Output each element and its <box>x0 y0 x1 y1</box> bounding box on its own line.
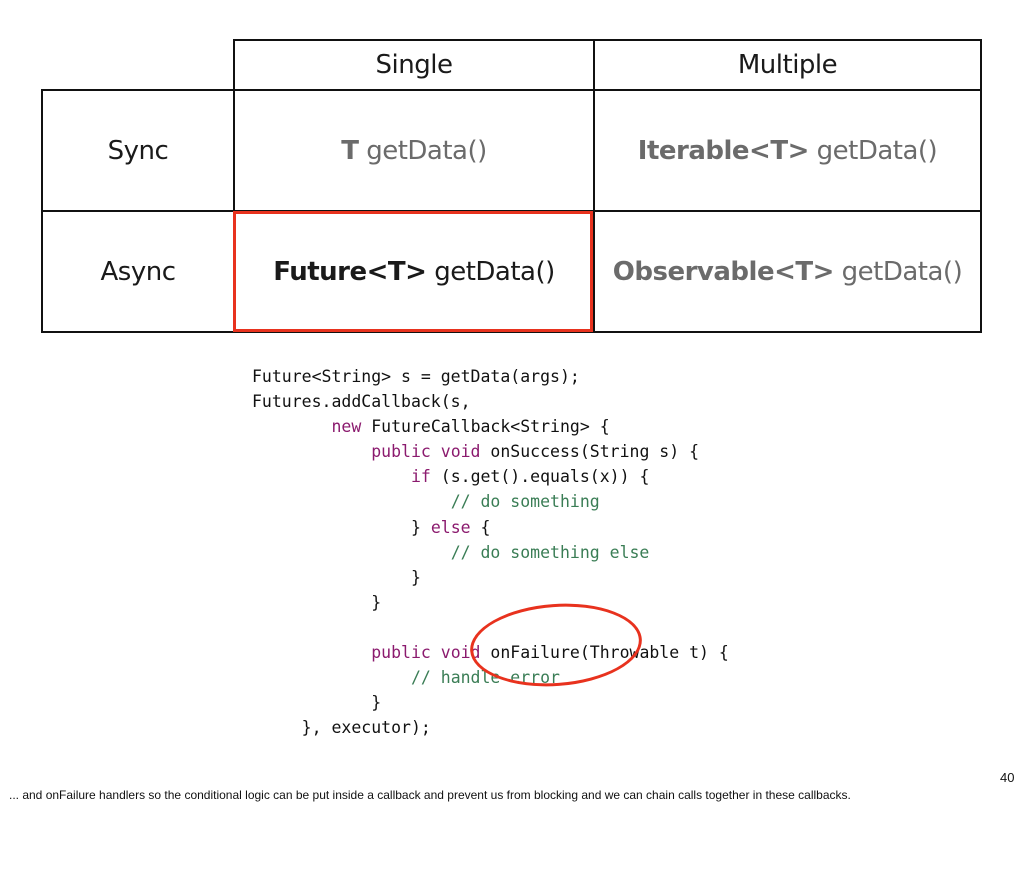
cell-method: getData() <box>816 135 938 166</box>
cell-type: Future<T> <box>273 256 427 287</box>
speaker-note: ... and onFailure handlers so the condit… <box>9 788 851 802</box>
code-keyword: public void <box>371 643 481 663</box>
table-left-border <box>41 89 43 333</box>
column-header-multiple: Multiple <box>737 50 838 80</box>
table-top-border <box>233 39 982 41</box>
code-line: }, executor); <box>301 718 431 738</box>
cell-sync-multiple: Iterable<T> getData() <box>595 91 980 210</box>
code-line: } <box>410 517 431 537</box>
table-col-divider-2 <box>593 39 595 333</box>
code-comment: // do something else <box>450 542 650 562</box>
code-line: Future<String> s = getData(args); <box>252 367 580 386</box>
code-comment: // do something <box>450 492 600 512</box>
code-line: FutureCallback<String> { <box>361 417 610 437</box>
code-line: onFailure(Throwable t) { <box>480 643 729 663</box>
row-header-sync: Sync <box>107 135 169 166</box>
code-sample: Future<String> s = getData(args); Future… <box>252 364 729 740</box>
table-bottom-border <box>41 331 982 333</box>
code-line: } <box>410 567 421 587</box>
cell-type: Iterable<T> <box>637 135 810 166</box>
cell-method: getData() <box>434 256 555 287</box>
code-line: } <box>371 693 382 713</box>
highlight-box-future <box>233 211 593 332</box>
cell-async-multiple: Observable<T> getData() <box>595 212 980 331</box>
code-line: (s.get().equals(x)) { <box>430 467 650 487</box>
code-keyword: else <box>430 517 471 537</box>
code-keyword: if <box>410 467 431 487</box>
table-right-border <box>980 39 982 333</box>
cell-sync-single: T getData() <box>235 91 593 210</box>
code-line: Futures.addCallback(s, <box>252 392 471 412</box>
cell-async-single: Future<T> getData() <box>235 212 593 331</box>
row-header-async: Async <box>100 256 177 287</box>
cell-type: Observable<T> <box>612 256 835 287</box>
table-col-divider-1 <box>233 39 235 333</box>
cell-method: getData() <box>841 256 963 287</box>
code-keyword: public void <box>371 442 481 462</box>
code-line: { <box>470 517 491 537</box>
column-header-single: Single <box>375 50 453 80</box>
page-number: 40 <box>1000 770 1015 785</box>
cell-method: getData() <box>366 135 487 166</box>
code-line: onSuccess(String s) { <box>480 442 700 462</box>
code-line: } <box>371 592 382 612</box>
cell-type: T <box>341 135 359 166</box>
table-header-divider <box>41 89 982 91</box>
code-comment: // handle error <box>410 668 560 688</box>
code-keyword: new <box>331 417 362 437</box>
